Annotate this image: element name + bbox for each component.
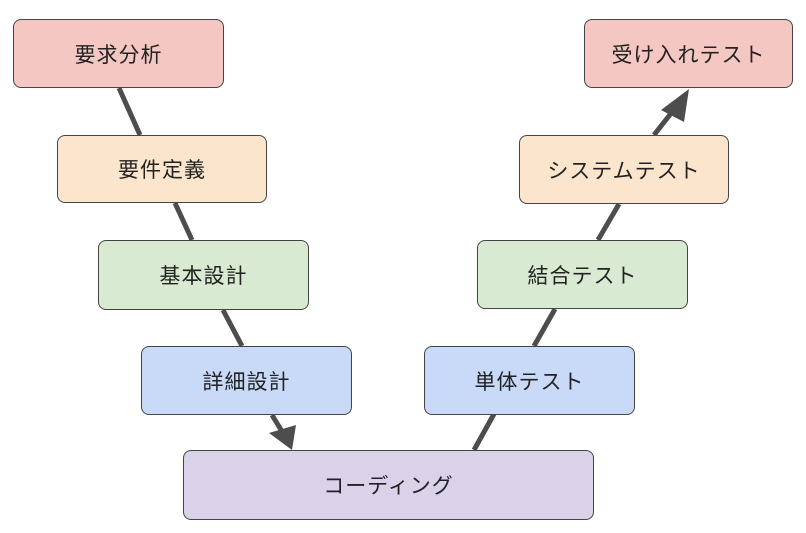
connector-basic-to-detailed-design	[220, 308, 245, 348]
arrowhead-to-acceptance-test	[661, 89, 689, 122]
connector-requirements-to-definition	[116, 86, 143, 137]
node-unit-test: 単体テスト	[424, 346, 635, 415]
node-acceptance-test: 受け入れテスト	[584, 19, 793, 88]
node-requirements-analysis: 要求分析	[13, 19, 224, 88]
connector-coding-to-unit-test	[471, 412, 497, 452]
node-coding: コーディング	[183, 450, 594, 520]
arrowhead-to-coding	[269, 425, 296, 450]
connector-integration-to-system-test	[595, 202, 622, 242]
connector-unit-to-integration-test	[531, 307, 558, 348]
node-requirements-definition: 要件定義	[57, 135, 267, 203]
node-system-test: システムテスト	[519, 135, 729, 204]
node-integration-test: 結合テスト	[477, 240, 688, 309]
node-basic-design: 基本設計	[98, 240, 309, 310]
node-detailed-design: 詳細設計	[141, 346, 352, 415]
connector-definition-to-basic-design	[172, 201, 195, 242]
